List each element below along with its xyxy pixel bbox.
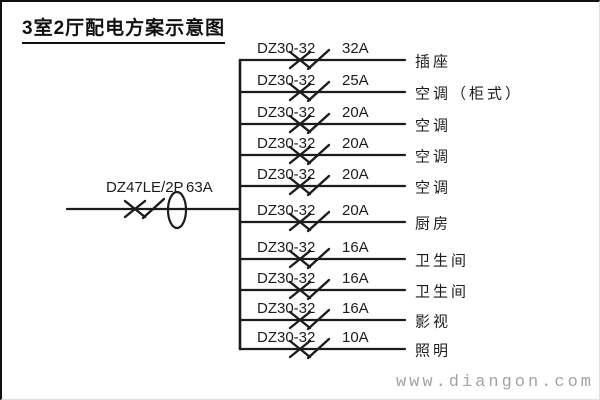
branch-load-label: 厨房 [415, 216, 451, 233]
main-breaker-model: DZ47LE/2P [106, 179, 184, 196]
branch-breaker-model: DZ30-32 [257, 300, 315, 317]
branch-load-label: 空调 [415, 149, 451, 166]
branch-breaker-model: DZ30-32 [257, 239, 315, 256]
branch-breaker-model: DZ30-32 [257, 104, 315, 121]
branch-breaker-blade-icon [306, 308, 331, 331]
watermark: www.diangon.com [395, 373, 594, 392]
branch-rating: 25A [342, 72, 369, 89]
branch-rating: 20A [342, 104, 369, 121]
main-breaker-blade-icon [141, 197, 166, 220]
main-breaker-x-contact-icon [123, 199, 147, 219]
branch-load-label: 空调 [415, 118, 451, 135]
branch-breaker-model: DZ30-32 [257, 40, 315, 57]
branch-breaker-x-contact-icon [288, 145, 312, 165]
branch-load-label: 卫生间 [415, 253, 469, 270]
branch-load-label: 空调（柜式） [415, 86, 523, 103]
branch-breaker-blade-icon [306, 337, 331, 360]
main-breaker-rating: 63A [186, 179, 213, 196]
rcd-coil-icon [166, 190, 188, 230]
branch-breaker-x-contact-icon [288, 339, 312, 359]
branch-load-label: 影视 [415, 314, 451, 331]
branch-rating: 20A [342, 135, 369, 152]
branch-breaker-blade-icon [306, 80, 331, 103]
branch-rating: 20A [342, 166, 369, 183]
branch-load-label: 插座 [415, 54, 451, 71]
branch-breaker-blade-icon [306, 278, 331, 301]
branch-breaker-blade-icon [306, 48, 331, 71]
branch-load-label: 空调 [415, 180, 451, 197]
branch-breaker-x-contact-icon [288, 249, 312, 269]
branch-load-label: 照明 [415, 343, 451, 360]
branch-breaker-model: DZ30-32 [257, 135, 315, 152]
branch-breaker-blade-icon [306, 247, 331, 270]
branch-breaker-model: DZ30-32 [257, 202, 315, 219]
branch-breaker-x-contact-icon [288, 310, 312, 330]
branch-rating: 32A [342, 40, 369, 57]
branch-load-label: 卫生间 [415, 284, 469, 301]
branch-rating: 20A [342, 202, 369, 219]
branch-rating: 16A [342, 270, 369, 287]
branch-breaker-blade-icon [306, 112, 331, 135]
branch-breaker-model: DZ30-32 [257, 72, 315, 89]
branch-breaker-x-contact-icon [288, 82, 312, 102]
branch-breaker-x-contact-icon [288, 50, 312, 70]
branch-breaker-x-contact-icon [288, 280, 312, 300]
page-title: 3室2厅配电方案示意图 [22, 13, 226, 44]
branch-rating: 16A [342, 300, 369, 317]
branch-breaker-model: DZ30-32 [257, 270, 315, 287]
branch-breaker-x-contact-icon [288, 176, 312, 196]
branch-breaker-x-contact-icon [288, 114, 312, 134]
branch-breaker-blade-icon [306, 210, 331, 233]
branch-breaker-model: DZ30-32 [257, 329, 315, 346]
branch-breaker-blade-icon [306, 143, 331, 166]
branch-rating: 16A [342, 239, 369, 256]
branch-breaker-x-contact-icon [288, 212, 312, 232]
branch-breaker-model: DZ30-32 [257, 166, 315, 183]
branch-breaker-blade-icon [306, 174, 331, 197]
branch-rating: 10A [342, 329, 369, 346]
